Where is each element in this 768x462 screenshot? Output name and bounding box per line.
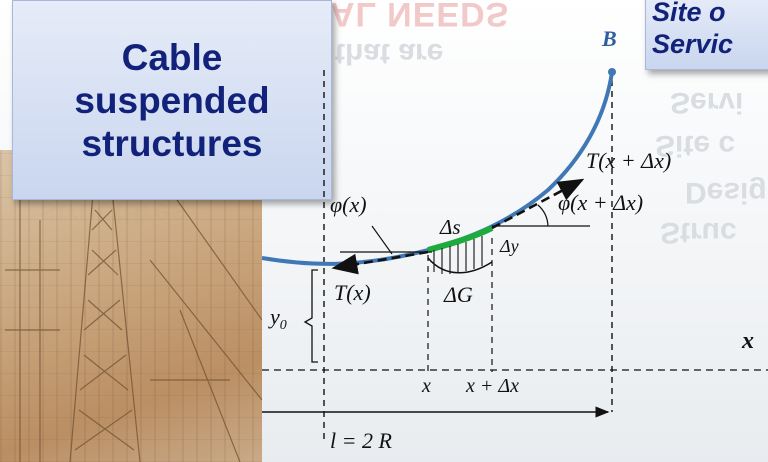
y0-label: y0	[268, 304, 287, 333]
y0-brace	[303, 269, 318, 363]
corner-text-line: Site o	[652, 0, 726, 27]
x-dx-tick-label: x + Δx	[465, 375, 519, 397]
span-label: l = 2 R	[330, 428, 392, 453]
cable-curve	[261, 71, 614, 266]
angle-left-label: φ(x)	[330, 192, 367, 217]
point-b-marker	[608, 68, 616, 76]
arc-length-label: Δs	[439, 215, 461, 239]
corner-text-line: Servic	[652, 29, 734, 59]
slide-title-line: structures	[81, 122, 263, 164]
tower-sketch	[5, 169, 262, 462]
slide-title-box: Cable suspended structures	[12, 0, 332, 200]
tension-left-arrow	[331, 250, 429, 275]
delta-y-label: Δy	[499, 236, 519, 256]
tension-right-arrow	[491, 178, 585, 230]
phi-left-leader	[371, 225, 393, 255]
angle-right-label: φ(x + Δx)	[558, 190, 643, 215]
point-b-label: B	[601, 26, 617, 51]
tension-right-label: T(x + Δx)	[586, 148, 671, 173]
tower-blueprint-photo	[0, 150, 262, 462]
weight-bracket	[427, 257, 493, 274]
x-tick-label: x	[421, 375, 431, 397]
weight-label: ΔG	[443, 282, 473, 307]
slide-title-line: Cable	[121, 36, 223, 78]
corner-title-box: Site o Servic	[645, 0, 768, 70]
tension-left-label: T(x)	[334, 280, 371, 305]
cable-element	[427, 225, 494, 253]
angle-arc-right	[537, 204, 549, 227]
slide-title-line: suspended	[74, 79, 270, 121]
axis-x-label: x	[741, 328, 754, 354]
